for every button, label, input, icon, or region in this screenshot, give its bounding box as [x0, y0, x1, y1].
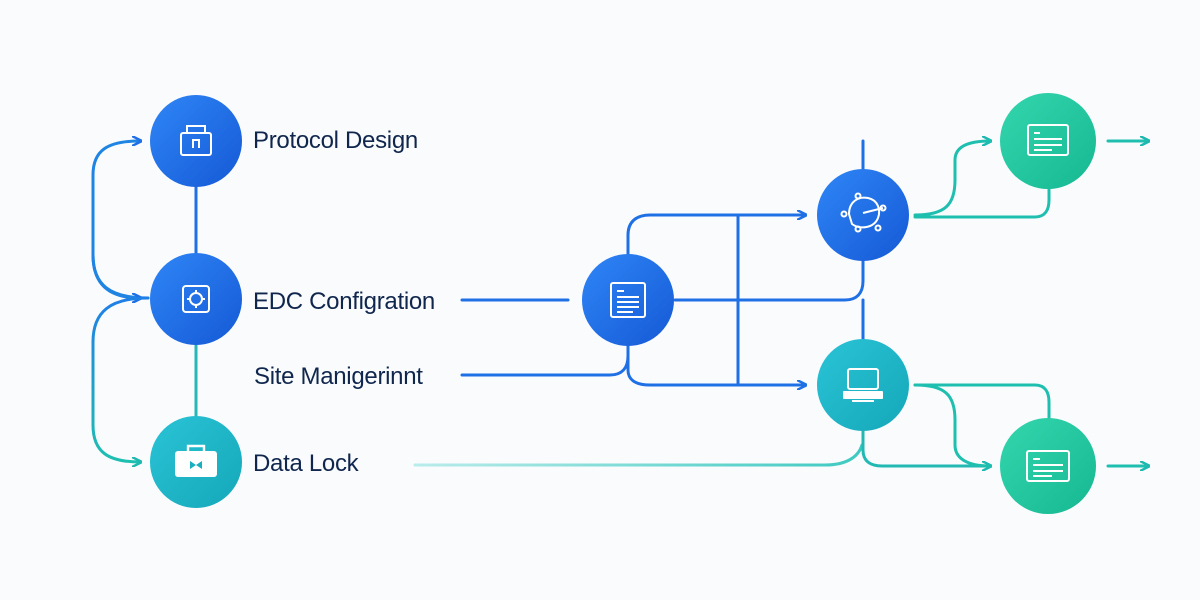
- output-report-node-bottom[interactable]: [1000, 418, 1096, 514]
- site-line: [460, 343, 630, 377]
- network-node[interactable]: [817, 169, 909, 261]
- output-report-node-top[interactable]: [1000, 93, 1096, 189]
- hub-up-to-network: [626, 215, 805, 260]
- hub-connectors: [626, 139, 990, 466]
- report-bottom-loop: [913, 383, 1051, 422]
- step-circle: [150, 253, 242, 345]
- report-circle: [1000, 93, 1096, 189]
- computer-to-bottom-report: [861, 428, 990, 466]
- computer-icon: [843, 368, 883, 402]
- document-hub-node[interactable]: [582, 254, 674, 346]
- computer-to-bottom-report-a: [913, 383, 992, 468]
- briefcase-icon: [175, 444, 217, 477]
- step-node-edc[interactable]: [150, 253, 242, 345]
- step-label-data-lock: Data Lock: [253, 450, 359, 477]
- network-circle: [817, 169, 909, 261]
- datalock-line: [413, 443, 864, 467]
- network-to-top-report: [913, 139, 992, 217]
- network-icon: [840, 192, 887, 233]
- hub-circle: [582, 254, 674, 346]
- output-connectors: [913, 139, 1148, 468]
- step-node-datalock[interactable]: [150, 416, 242, 508]
- loop-edc-to-datalock: [91, 296, 150, 462]
- lock-icon: [180, 125, 212, 156]
- hub-down-to-computer: [626, 343, 805, 385]
- computer-node[interactable]: [817, 339, 909, 431]
- report-icon: [1026, 450, 1070, 482]
- computer-circle: [817, 339, 909, 431]
- loop-edc-to-protocol: [91, 141, 150, 300]
- document-icon: [610, 282, 646, 318]
- gear-document-icon: [182, 285, 210, 313]
- flow-lines: [413, 141, 990, 467]
- report-top-loop: [913, 183, 1051, 219]
- hub-right-to-trunk: [673, 139, 865, 302]
- step-node-protocol[interactable]: [150, 95, 242, 187]
- step-label-edc-configration: EDC Configration: [253, 288, 435, 315]
- loop-to-edc: [91, 253, 140, 298]
- left-loop-connectors: [91, 141, 198, 462]
- step-label-site-management: Site Manigerinnt: [254, 363, 423, 390]
- step-label-protocol-design: Protocol Design: [253, 127, 418, 154]
- report-icon: [1027, 124, 1069, 156]
